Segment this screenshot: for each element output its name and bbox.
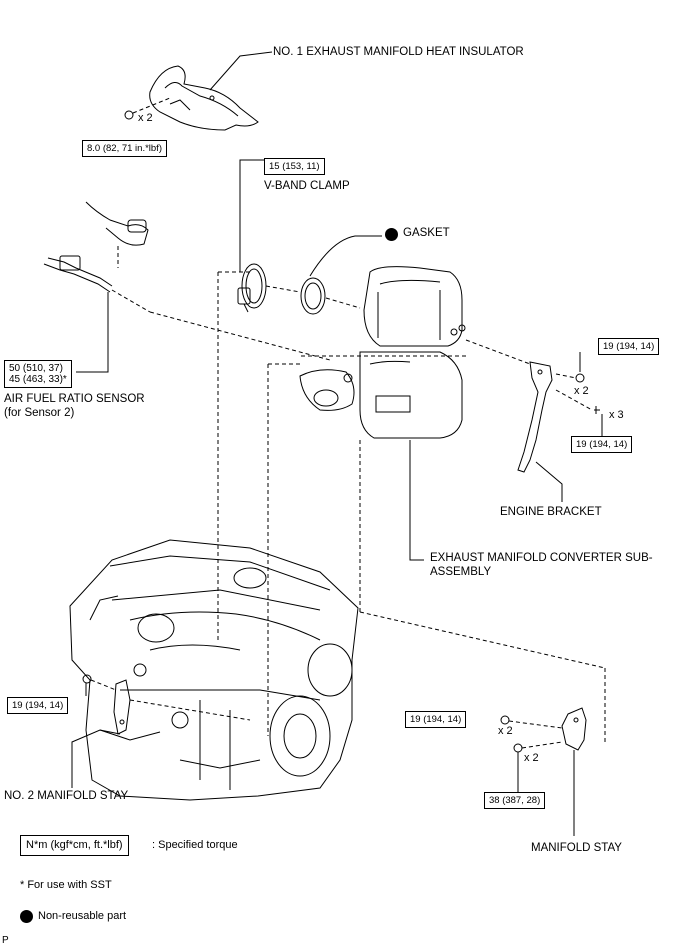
insulator-bolt xyxy=(124,97,171,120)
bracket-bolt-qty: x 3 xyxy=(609,409,624,421)
stay-bolt-torque-box: 38 (387, 28) xyxy=(484,792,546,809)
converter-illustration xyxy=(299,266,466,439)
af-sensor-torque-box: 50 (510, 37) 45 (463, 33)* xyxy=(4,360,72,388)
insulator-bolt-qty: x 2 xyxy=(138,112,153,124)
insulator-bolt-torque-box: 8.0 (82, 71 in.*lbf) xyxy=(82,140,167,157)
engine-bracket-label: ENGINE BRACKET xyxy=(500,506,602,518)
stay-nut-qty: x 2 xyxy=(498,725,513,737)
gasket-illustration xyxy=(300,277,326,315)
no2-stay-nut-torque-box: 19 (194, 14) xyxy=(7,697,69,714)
v-band-clamp-illustration xyxy=(237,263,267,313)
stay-bolt-qty: x 2 xyxy=(524,752,539,764)
no2-manifold-stay-illustration xyxy=(113,679,131,735)
v-band-clamp-torque-box: 15 (153, 11) xyxy=(264,158,325,175)
engine-illustration xyxy=(69,539,359,801)
af-sensor-sublabel: (for Sensor 2) xyxy=(4,407,75,419)
heat-insulator-illustration xyxy=(149,65,259,131)
bracket-nut-torque-box: 19 (194, 14) xyxy=(598,338,660,355)
converter-label: EXHAUST MANIFOLD CONVERTER SUB- xyxy=(430,552,653,564)
bracket-nut-qty: x 2 xyxy=(574,385,589,397)
manifold-stay-label: MANIFOLD STAY xyxy=(531,842,622,854)
gasket-label: GASKET xyxy=(403,227,450,239)
af-sensor-torque-a: 50 (510, 37) xyxy=(9,363,63,374)
legend-non-reusable-label: Non-reusable part xyxy=(38,910,127,922)
legend-sst-note: * For use with SST xyxy=(20,879,112,891)
stay-nut-torque-box: 19 (194, 14) xyxy=(405,711,467,728)
v-band-clamp-label: V-BAND CLAMP xyxy=(264,180,350,192)
corner-mark: P xyxy=(2,935,9,946)
legend-unit-box: N*m (kgf*cm, ft.*lbf) xyxy=(20,835,129,856)
af-sensor-label: AIR FUEL RATIO SENSOR xyxy=(4,393,145,405)
legend-unit-desc: : Specified torque xyxy=(152,839,238,851)
legend-non-reusable-icon xyxy=(20,910,33,923)
no2-manifold-stay-label: NO. 2 MANIFOLD STAY xyxy=(4,790,129,802)
manifold-stay-illustration xyxy=(561,707,587,751)
engine-bracket-illustration xyxy=(517,361,553,473)
non-reusable-marker-icon xyxy=(385,228,398,241)
bracket-bolt-torque-box: 19 (194, 14) xyxy=(571,436,633,453)
af-sensor-illustration xyxy=(43,201,149,293)
af-sensor-torque-b: 45 (463, 33)* xyxy=(9,374,67,385)
heat-insulator-label: NO. 1 EXHAUST MANIFOLD HEAT INSULATOR xyxy=(273,46,524,58)
converter-label-cont: ASSEMBLY xyxy=(430,566,492,578)
